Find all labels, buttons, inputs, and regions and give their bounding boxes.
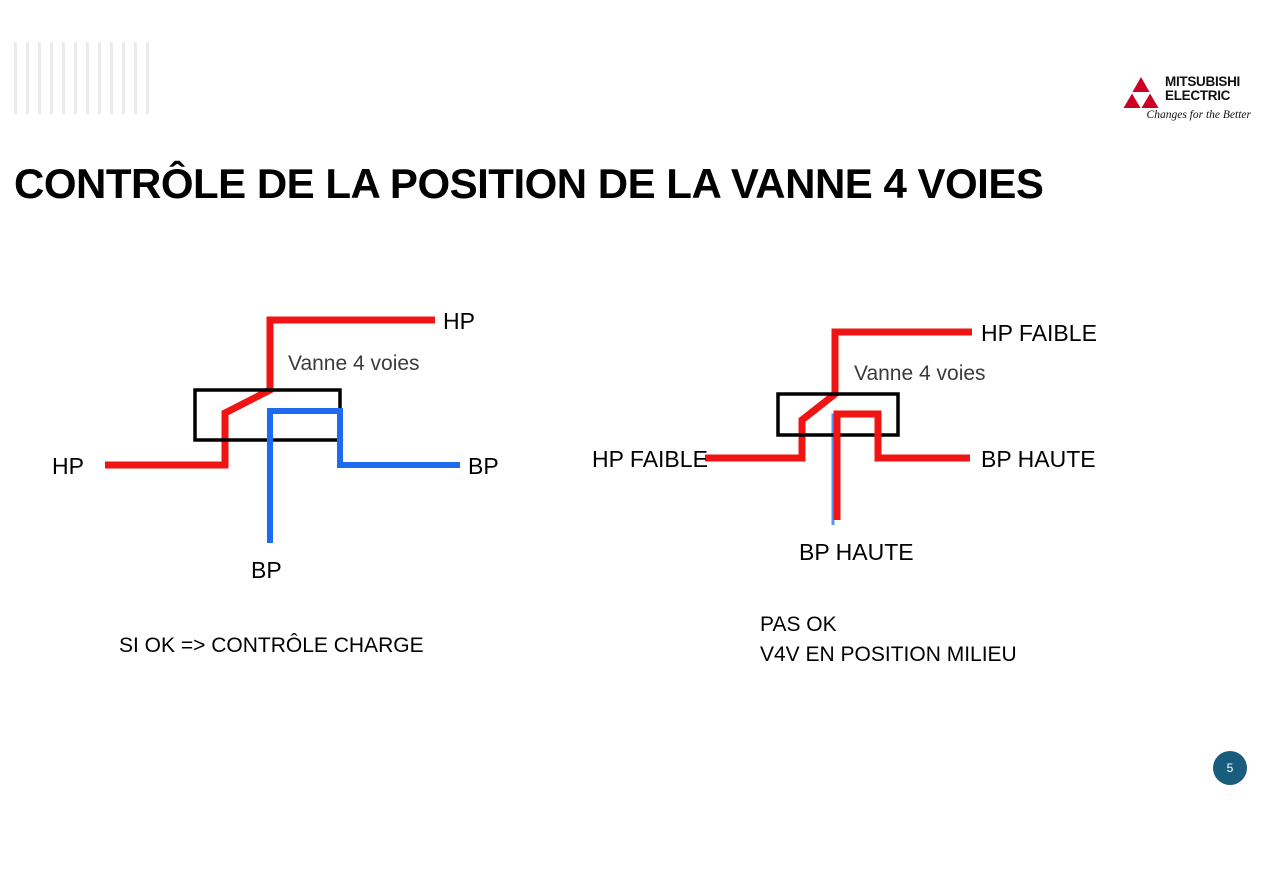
- hatch-line: [62, 42, 65, 114]
- logo-brand-line2: ELECTRIC: [1165, 88, 1231, 103]
- port-label-left-left-diagram: HP: [52, 453, 84, 479]
- hatch-line: [110, 42, 113, 114]
- hatch-line: [26, 42, 29, 114]
- hatch-line: [122, 42, 125, 114]
- hatch-line: [86, 42, 89, 114]
- port-label-top-right-right-diagram: HP FAIBLE: [981, 320, 1097, 346]
- diagram-right-valve-mid-position: Vanne 4 voies HP FAIBLE HP FAIBLE BP HAU…: [590, 295, 1190, 575]
- port-label-left-right-diagram: HP FAIBLE: [592, 446, 708, 472]
- hatch-line: [98, 42, 101, 114]
- valve-label-left: Vanne 4 voies: [288, 352, 420, 375]
- port-label-top-right-left-diagram: HP: [443, 308, 475, 334]
- hatch-line: [146, 42, 149, 114]
- decorative-hatch-lines: [14, 42, 154, 114]
- hatch-line: [38, 42, 41, 114]
- page-title: CONTRÔLE DE LA POSITION DE LA VANNE 4 VO…: [14, 160, 1044, 208]
- diagram-left-valve-ok: Vanne 4 voies HP HP BP BP: [40, 285, 560, 585]
- logo-brand-line1: MITSUBISHI: [1165, 74, 1241, 89]
- caption-right: PAS OK V4V EN POSITION MILIEU: [760, 613, 1017, 666]
- diagram-right-svg: Vanne 4 voies HP FAIBLE HP FAIBLE BP HAU…: [592, 320, 1097, 565]
- hatch-line: [134, 42, 137, 114]
- line-bp-blue-left: [267, 408, 460, 543]
- port-label-bottom-right-diagram: BP HAUTE: [799, 539, 914, 565]
- page-number-badge: 5: [1213, 751, 1247, 785]
- line-hp-red-left: [105, 316, 435, 469]
- logo-tagline: Changes for the Better: [1146, 109, 1251, 121]
- mitsubishi-electric-logo: MITSUBISHI ELECTRIC Changes for the Bett…: [1121, 72, 1251, 128]
- hatch-line: [14, 42, 17, 114]
- hatch-line: [50, 42, 53, 114]
- port-label-right-left-diagram: BP: [468, 453, 499, 479]
- mitsubishi-three-diamond-icon: [1121, 76, 1161, 108]
- logo-wordmark: MITSUBISHI ELECTRIC: [1165, 75, 1240, 103]
- port-label-bottom-left-diagram: BP: [251, 557, 282, 583]
- caption-left: SI OK => CONTRÔLE CHARGE: [119, 634, 424, 657]
- line-bp-blue-right: [831, 413, 970, 525]
- diagram-left-svg: Vanne 4 voies HP HP BP BP: [52, 308, 499, 583]
- valve-label-right: Vanne 4 voies: [854, 362, 986, 385]
- hatch-line: [74, 42, 77, 114]
- port-label-right-right-diagram: BP HAUTE: [981, 446, 1096, 472]
- line-hp-faible-red-right: [705, 328, 972, 462]
- line-bp-haute-red-right: [833, 410, 970, 520]
